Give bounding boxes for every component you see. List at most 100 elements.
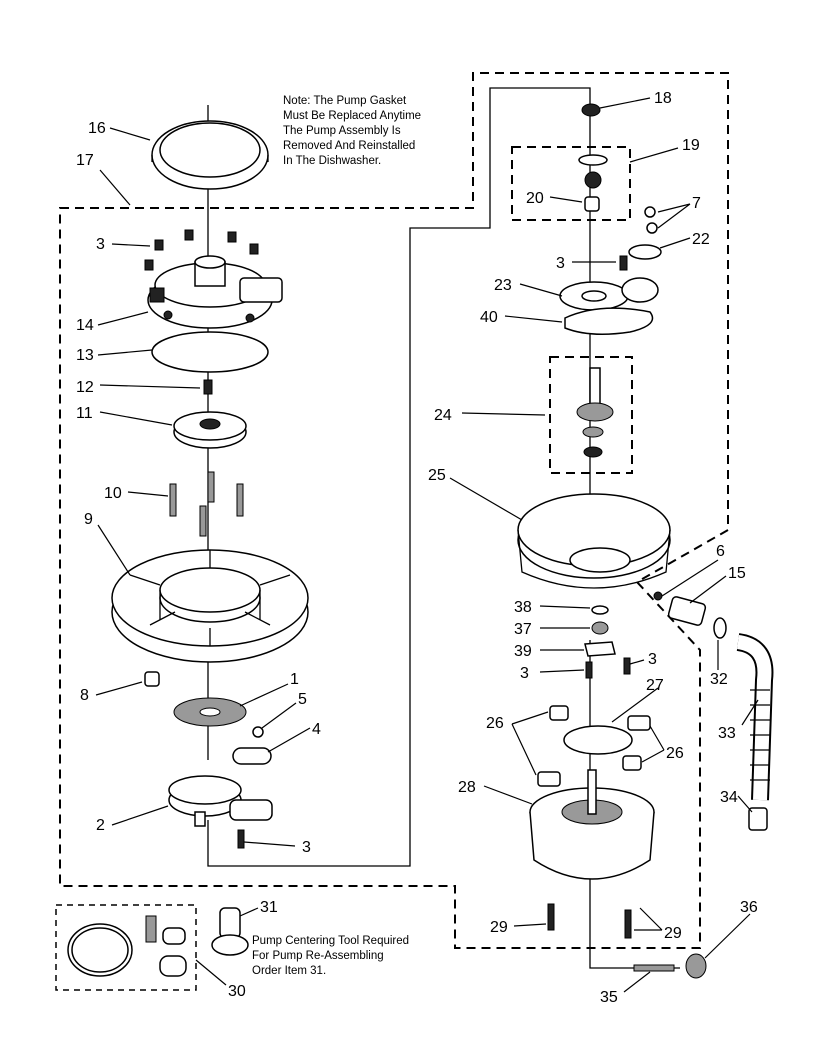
callout-27: 27 (646, 677, 664, 694)
chopper-blade-part (578, 154, 608, 189)
callout-14: 14 (76, 317, 94, 334)
callout-3: 3 (302, 839, 311, 856)
check-ball-a (644, 206, 656, 218)
bearing-part (581, 103, 601, 117)
diverter-seal-part (628, 244, 662, 260)
callout-22: 22 (692, 231, 710, 248)
chopper-screw (237, 829, 245, 849)
callout-3: 3 (556, 255, 565, 272)
impeller-part (173, 411, 247, 449)
seal-kit-parts (67, 915, 187, 977)
callout-18: 18 (654, 90, 672, 107)
callout-4: 4 (312, 721, 321, 738)
motor-screw-right (624, 909, 632, 939)
spacer-part (584, 196, 600, 212)
svg-text:Pump Centering Tool Required: Pump Centering Tool Required (252, 935, 409, 947)
svg-text:In The Dishwasher.: In The Dishwasher. (283, 155, 381, 167)
svg-text:Must Be Replaced Anytime: Must Be Replaced Anytime (283, 110, 421, 122)
pump-gasket-part (151, 120, 269, 190)
pump-centering-tool-part (211, 907, 249, 956)
callout-28: 28 (458, 779, 476, 796)
motor-disc-part (563, 725, 633, 755)
ball-part (252, 726, 264, 738)
upper-pump-housing-part (559, 277, 659, 311)
svg-text:For Pump Re-Assembling: For Pump Re-Assembling (252, 950, 384, 962)
callout-7: 7 (692, 195, 701, 212)
callout-25: 25 (428, 467, 446, 484)
pump-base-part (111, 549, 309, 663)
callout-32: 32 (710, 671, 728, 688)
housing-gasket-part (564, 307, 654, 335)
bracket-39-part (584, 641, 616, 657)
callout-37: 37 (514, 621, 532, 638)
screw-left-lower (585, 661, 593, 679)
outlet-gasket-part (232, 747, 272, 765)
callout-16: 16 (88, 120, 106, 137)
housing-screw-right (619, 255, 628, 271)
svg-text:Removed And Reinstalled: Removed And Reinstalled (283, 140, 415, 152)
pump-body-part (517, 493, 671, 589)
callout-26: 26 (486, 715, 504, 732)
callout-9: 9 (84, 511, 93, 528)
callout-13: 13 (76, 347, 94, 364)
callout-24: 24 (434, 407, 452, 424)
callout-29: 29 (490, 919, 508, 936)
callout-15: 15 (728, 565, 746, 582)
drain-cap-part (685, 953, 707, 979)
leader-lines (95, 97, 759, 993)
callout-40: 40 (480, 309, 498, 326)
drain-hose-part (736, 633, 774, 801)
motor-screw-left (547, 903, 555, 931)
centering-tool-note: Pump Centering Tool Required For Pump Re… (252, 935, 409, 977)
filter-screen-part (173, 697, 247, 727)
callout-29: 29 (664, 925, 682, 942)
pump-base-bolts (169, 471, 244, 537)
svg-text:Order Item 31.: Order Item 31. (252, 965, 326, 977)
callout-38: 38 (514, 599, 532, 616)
callout-3: 3 (96, 236, 105, 253)
callout-3: 3 (520, 665, 529, 682)
svg-text:The Pump Assembly Is: The Pump Assembly Is (283, 125, 401, 137)
callout-3: 3 (648, 651, 657, 668)
callout-10: 10 (104, 485, 122, 502)
callout-19: 19 (682, 137, 700, 154)
callout-26: 26 (666, 745, 684, 762)
callout-6: 6 (716, 543, 725, 560)
callout-2: 2 (96, 817, 105, 834)
impeller-screw-part (203, 379, 213, 395)
callout-34: 34 (720, 789, 738, 806)
callout-1: 1 (290, 671, 299, 688)
drain-check-valve-part (653, 591, 727, 639)
callout-33: 33 (718, 725, 736, 742)
callout-8: 8 (80, 687, 89, 704)
drive-shaft-part (576, 367, 614, 458)
seal-37-part (591, 621, 609, 635)
check-ball-b (646, 222, 658, 234)
motor-mount-clips (537, 705, 651, 787)
callout-12: 12 (76, 379, 94, 396)
callout-36: 36 (740, 899, 758, 916)
callout-35: 35 (600, 989, 618, 1006)
hose-end-part (748, 807, 768, 831)
callout-11: 11 (76, 405, 93, 422)
callout-31: 31 (260, 899, 278, 916)
pump-gasket-note: Note: The Pump Gasket Must Be Replaced A… (283, 95, 421, 167)
callout-23: 23 (494, 277, 512, 294)
callout-30: 30 (228, 983, 246, 1000)
seal-38-part (591, 605, 609, 615)
callout-5: 5 (298, 691, 307, 708)
pump-housing-part (147, 255, 283, 329)
callout-17: 17 (76, 152, 94, 169)
motor-part (529, 769, 655, 880)
callout-20: 20 (526, 190, 544, 207)
drain-screw-part (633, 964, 675, 972)
housing-screws (144, 229, 259, 271)
callout-labels: 16 17 3 14 13 12 11 10 9 8 1 5 4 2 3 18 … (76, 90, 758, 1006)
plug-part (144, 671, 160, 687)
chopper-housing-part (168, 775, 273, 827)
screw-right-lower (623, 657, 631, 675)
housing-seal-part (151, 331, 269, 373)
callout-39: 39 (514, 643, 532, 660)
svg-text:Note: The Pump Gasket: Note: The Pump Gasket (283, 95, 407, 107)
